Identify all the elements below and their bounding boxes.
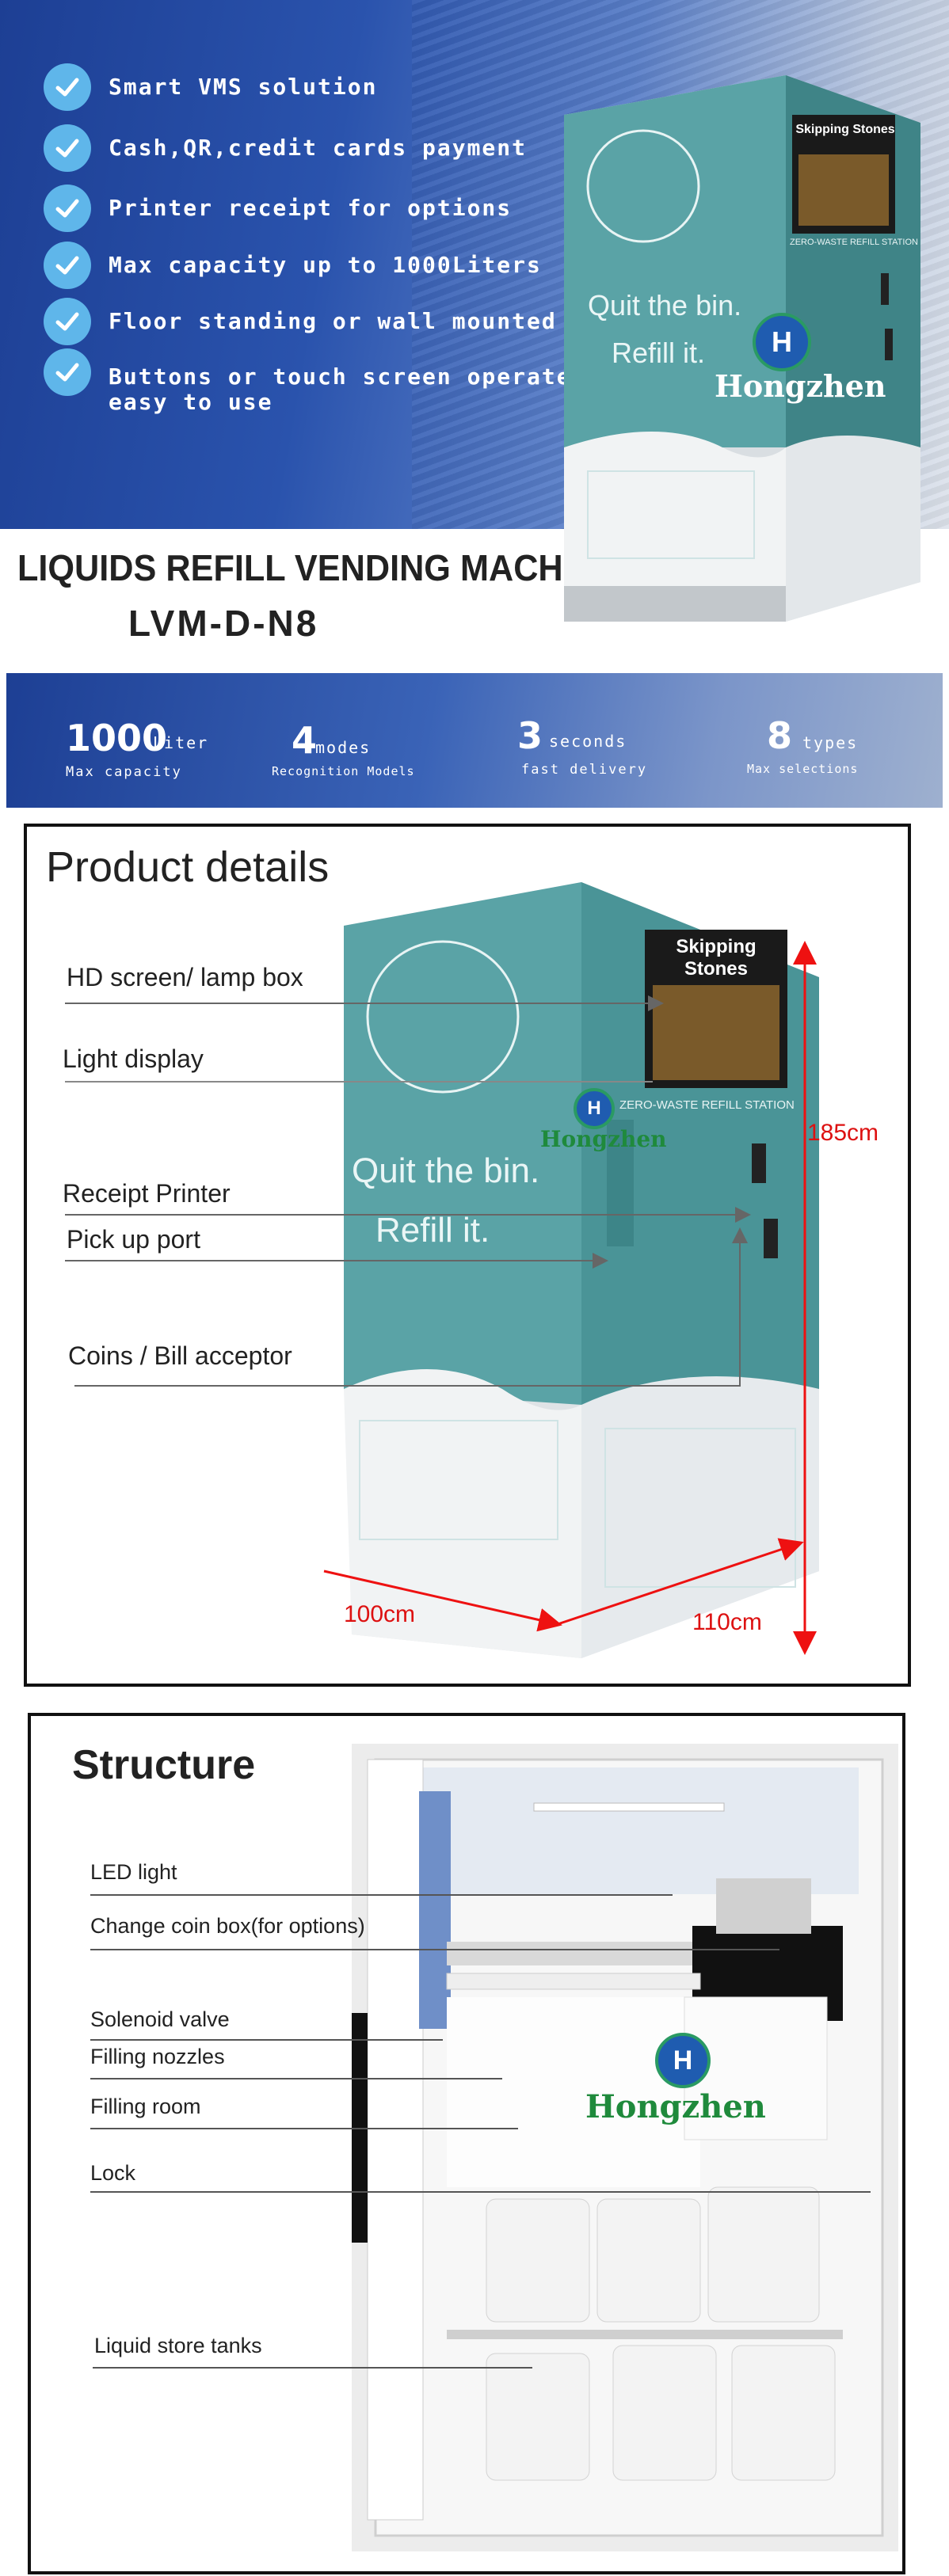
checkmark-icon — [44, 298, 91, 345]
slogan-line-1: Quit the bin. — [352, 1151, 540, 1190]
label-led-light: LED light — [90, 1860, 177, 1884]
cabinet-interior-photo — [352, 1744, 898, 2551]
label-change-coin-box: Change coin box(for options) — [90, 1914, 365, 1938]
callout-hd-screen: HD screen/ lamp box — [67, 963, 303, 991]
callout-light-display: Light display — [63, 1044, 204, 1073]
checkmark-icon — [44, 242, 91, 289]
station-text: ZERO-WASTE REFILL STATION — [619, 1098, 795, 1112]
dimension-depth: 110cm — [692, 1609, 762, 1635]
product-details-panel: Product details Skipping Stones ZERO-WAS… — [24, 824, 911, 1687]
stat-number: 3 — [517, 714, 543, 757]
brand-name: Hongzhen — [585, 2088, 766, 2125]
stat-number: 1000 — [66, 717, 168, 759]
screen-text: Skipping Stones — [676, 936, 757, 980]
brand-name: Hongzhen — [540, 1126, 667, 1152]
checkmark-icon — [44, 124, 91, 172]
stat-unit: types — [802, 733, 859, 752]
dimension-height: 185cm — [807, 1120, 879, 1146]
label-solenoid-valve: Solenoid valve — [90, 2007, 230, 2031]
brand-logo-icon: H — [574, 1088, 615, 1129]
vending-machine-diagram — [344, 882, 819, 1658]
feature-item: Printer receipt for options — [44, 185, 512, 232]
screen-text: Skipping Stones — [795, 123, 895, 136]
slogan-line-2: Refill it. — [612, 337, 706, 369]
leader-line — [90, 2039, 443, 2041]
product-title: LIQUIDS REFILL VENDING MACHINE — [17, 547, 620, 588]
callout-coin-bill-acceptor: Coins / Bill acceptor — [68, 1341, 292, 1370]
callout-receipt-printer: Receipt Printer — [63, 1179, 231, 1208]
feature-text: Max capacity up to 1000Liters — [109, 252, 542, 278]
label-filling-room: Filling room — [90, 2095, 201, 2118]
checkmark-icon — [44, 63, 91, 111]
feature-text: Printer receipt for options — [109, 195, 513, 221]
feature-text: Cash,QR,credit cards payment — [109, 135, 528, 161]
label-lock: Lock — [90, 2161, 136, 2185]
stat-number: 4 — [292, 719, 318, 762]
leader-line — [90, 2078, 502, 2079]
vending-machine-illustration: Skipping Stones ZERO-WASTE REFILL STATIO… — [564, 75, 920, 622]
product-model: LVM-D-N8 — [128, 603, 319, 644]
brand-name: Hongzhen — [715, 368, 886, 404]
stat-unit: Liter — [153, 733, 209, 752]
checkmark-icon — [44, 185, 91, 232]
stat-unit: modes — [315, 738, 372, 757]
leader-line — [90, 2128, 518, 2129]
stat-label: Max capacity — [66, 764, 182, 780]
leader-line — [93, 2367, 532, 2369]
feature-item: Max capacity up to 1000Liters — [44, 242, 542, 289]
leader-line — [90, 1949, 779, 1950]
slogan-line-1: Quit the bin. — [588, 289, 742, 322]
stat-label: Recognition Models — [272, 764, 415, 778]
callout-pick-up-port: Pick up port — [67, 1225, 200, 1254]
station-text: ZERO-WASTE REFILL STATION — [790, 238, 918, 247]
hero-banner: Smart VMS solution Cash,QR,credit cards … — [0, 0, 949, 664]
feature-item: Buttons or touch screen operated easy to… — [44, 348, 586, 415]
structure-panel: Structure H Hongzhen LED light Change co… — [28, 1713, 905, 2574]
stat-label: fast delivery — [521, 762, 648, 778]
feature-item: Smart VMS solution — [44, 63, 377, 111]
brand-logo-icon: H — [655, 2033, 711, 2088]
feature-item: Cash,QR,credit cards payment — [44, 124, 527, 172]
leader-line — [90, 1894, 673, 1896]
product-details-title: Product details — [46, 843, 330, 891]
brand-logo-icon: H — [753, 313, 811, 371]
feature-text: Buttons or touch screen operated easy to… — [109, 363, 587, 415]
stat-label: Max selections — [747, 762, 859, 776]
callout-lines — [65, 941, 817, 1655]
dimension-width: 100cm — [344, 1601, 416, 1627]
stat-unit: seconds — [549, 732, 627, 751]
label-liquid-store-tanks: Liquid store tanks — [94, 2334, 262, 2357]
label-filling-nozzles: Filling nozzles — [90, 2045, 225, 2068]
stats-banner: 1000 Liter Max capacity 4 modes Recognit… — [6, 673, 943, 808]
leader-line — [90, 2191, 871, 2193]
checkmark-icon — [44, 348, 91, 396]
slogan-line-2: Refill it. — [375, 1211, 490, 1250]
feature-text: Smart VMS solution — [109, 74, 378, 100]
stat-number: 8 — [767, 714, 793, 757]
structure-title: Structure — [72, 1742, 256, 1788]
